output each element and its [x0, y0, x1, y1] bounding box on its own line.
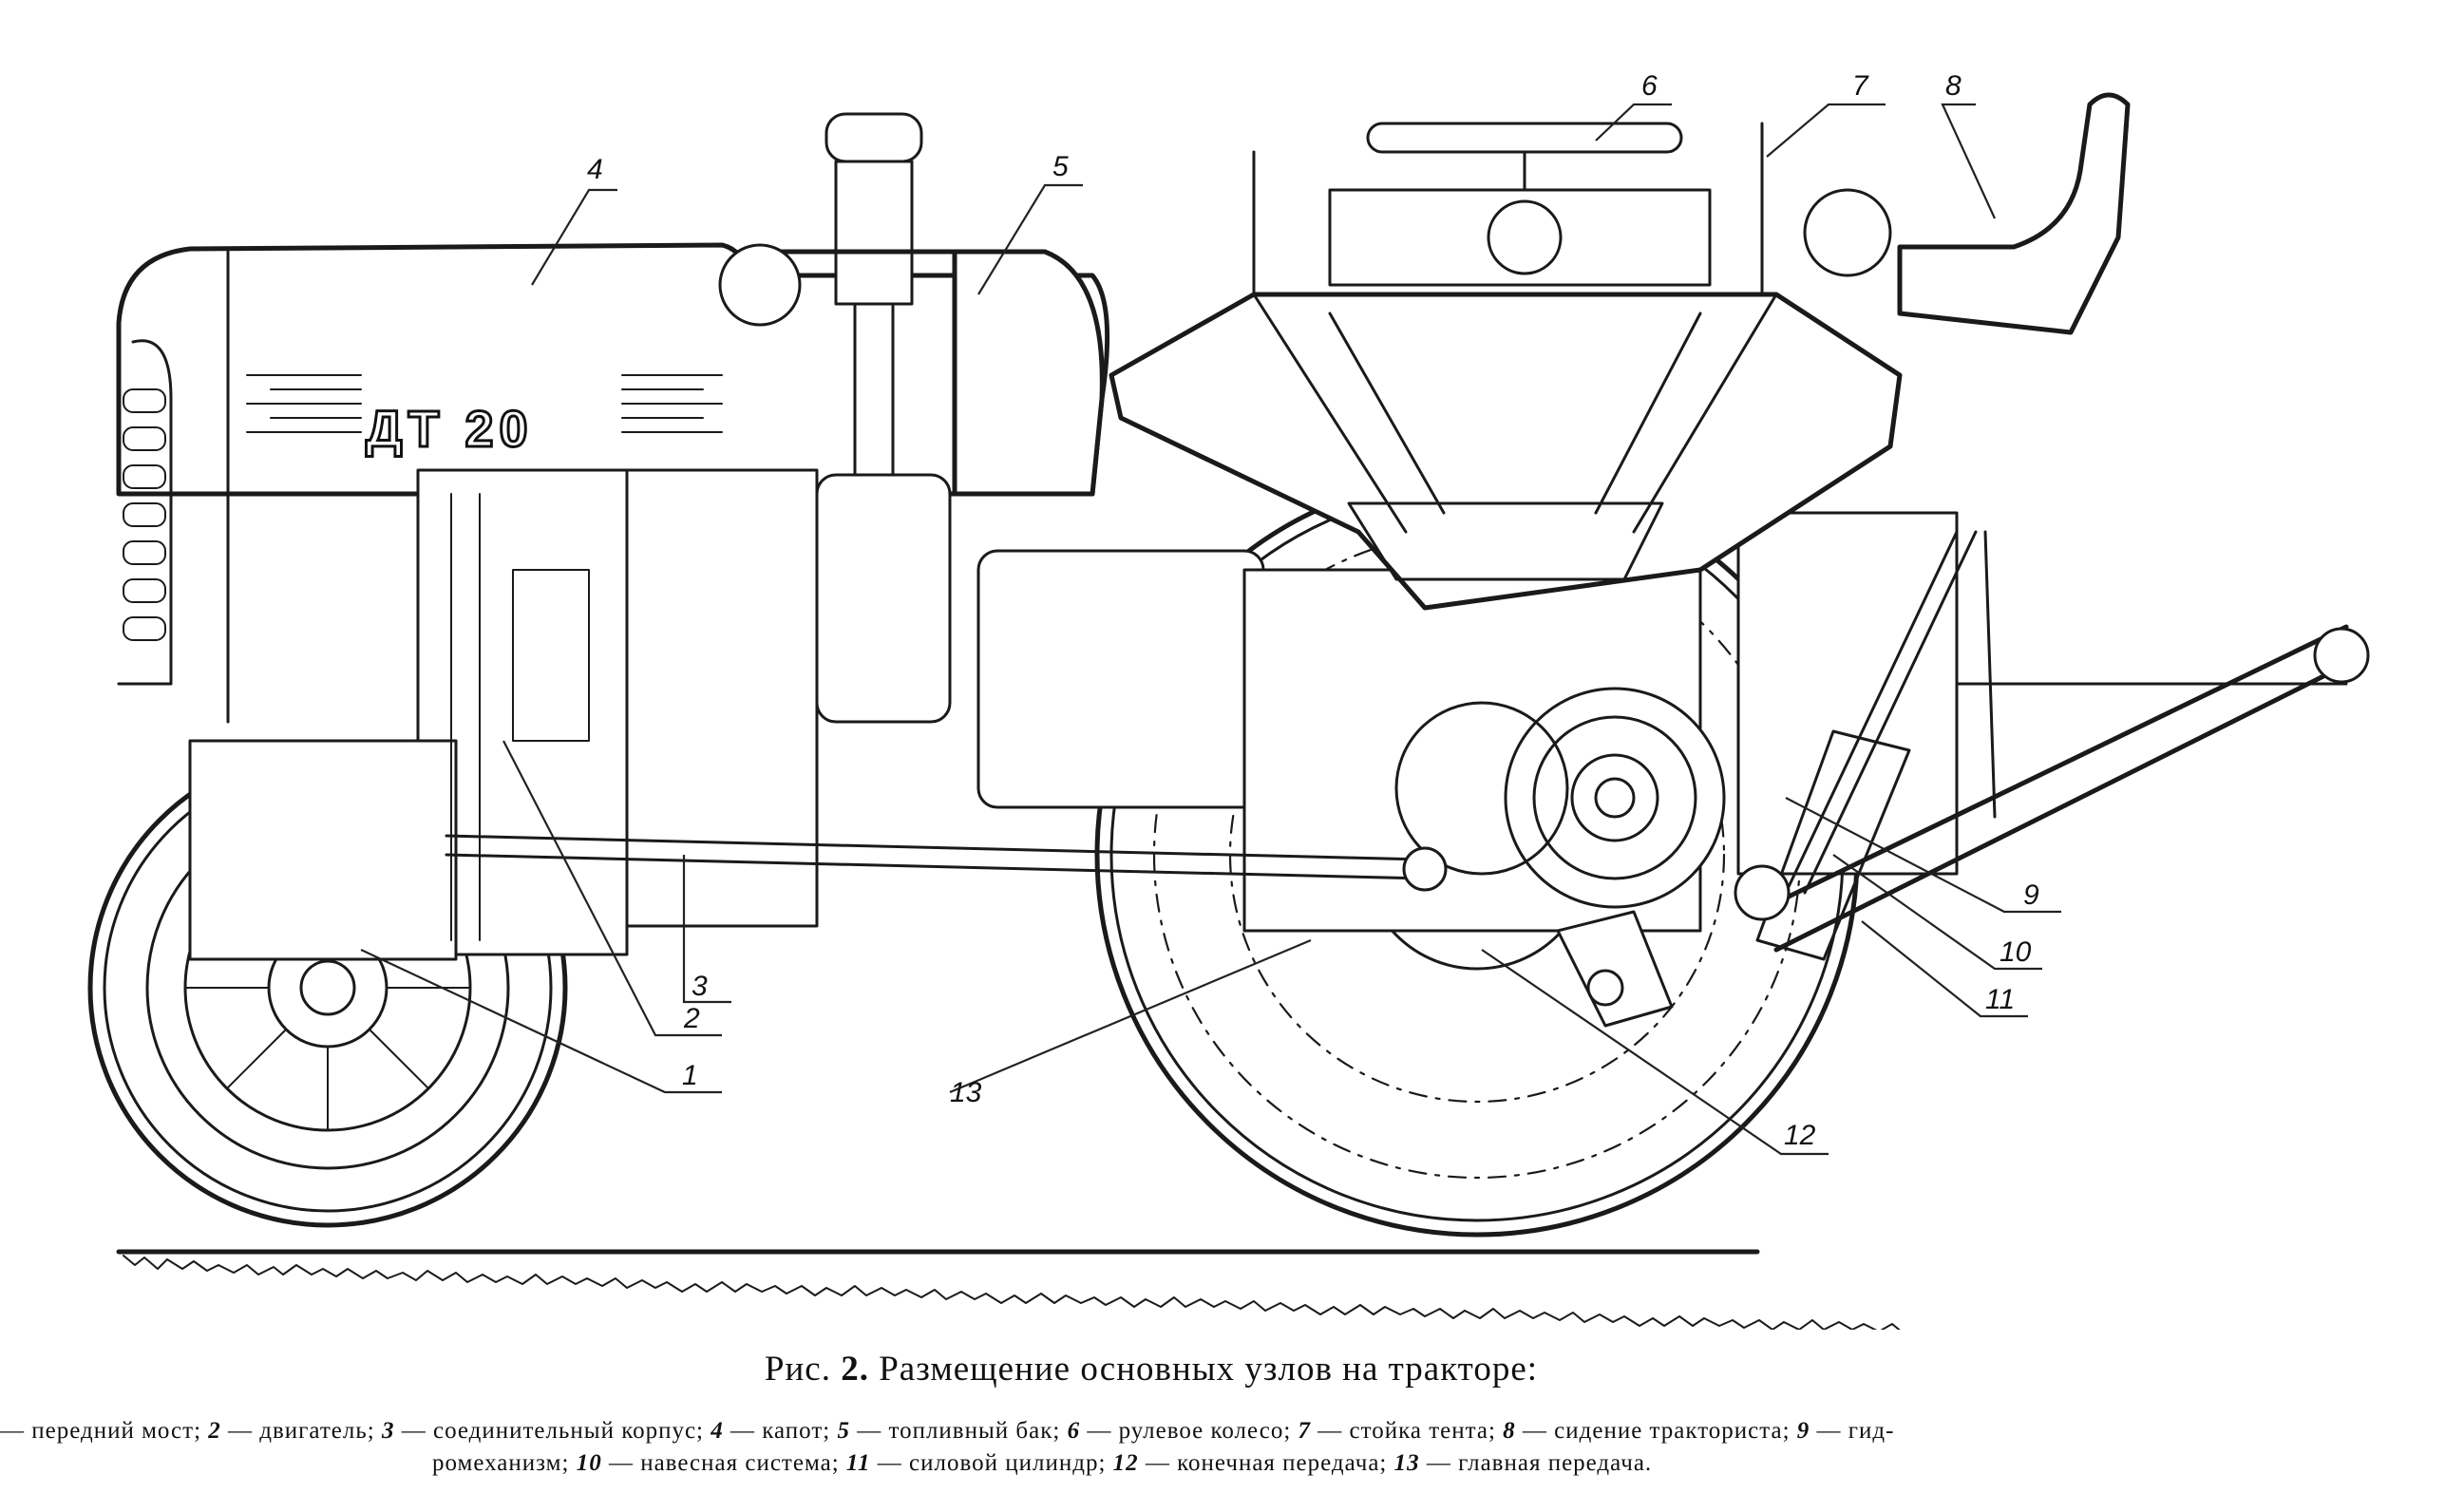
grille-slots — [123, 388, 166, 641]
figure-caption: Рис. 2. Размещение основных узлов на тра… — [0, 1349, 2445, 1389]
callout-10: 10 — [1832, 854, 2042, 971]
svg-text:13: 13 — [950, 1077, 982, 1108]
callout-6: 6 — [1595, 70, 1672, 142]
svg-text:2: 2 — [683, 1003, 700, 1034]
caption-number: 2. — [841, 1350, 869, 1389]
legend-row-1: — передний мост; 2 — двигатель; 3 — соед… — [0, 1418, 1895, 1444]
brand-label: ДТ 20 — [366, 401, 534, 458]
callout-5: 5 — [977, 151, 1083, 295]
svg-text:12: 12 — [1784, 1120, 1816, 1151]
svg-text:9: 9 — [2023, 879, 2039, 911]
callout-4: 4 — [531, 154, 617, 286]
svg-text:5: 5 — [1052, 151, 1069, 182]
caption-prefix: Рис. — [764, 1350, 831, 1389]
callout-9: 9 — [1785, 797, 2061, 914]
callout-11: 11 — [1861, 920, 2028, 1018]
svg-text:3: 3 — [692, 971, 708, 1002]
svg-text:10: 10 — [2000, 936, 2032, 968]
chassis: ДТ 20 — [116, 92, 2370, 1028]
callouts: 1 2 3 4 5 6 7 8 — [360, 70, 2061, 1156]
callout-12: 12 — [1481, 949, 1829, 1156]
svg-text:1: 1 — [682, 1060, 698, 1091]
caption-text: Размещение основных узлов на тракторе: — [879, 1350, 1539, 1389]
svg-text:4: 4 — [587, 154, 603, 185]
legend-row-2: ромеханизм; 10 — навесная система; 11 — … — [432, 1450, 1653, 1476]
callout-8: 8 — [1941, 70, 1996, 219]
callout-1: 1 — [360, 949, 722, 1094]
svg-text:8: 8 — [1945, 70, 1962, 102]
callout-2: 2 — [502, 740, 722, 1037]
svg-text:6: 6 — [1641, 70, 1658, 102]
callout-3: 3 — [682, 855, 731, 1004]
tractor-diagram: ДТ 20 — [87, 70, 2370, 1330]
svg-text:11: 11 — [1985, 984, 2015, 1015]
callout-13: 13 — [949, 938, 1312, 1108]
ground — [116, 1249, 1901, 1330]
callout-7: 7 — [1766, 70, 1886, 158]
caption-title: Рис. 2. Размещение основных узлов на тра… — [0, 1349, 2445, 1389]
svg-text:7: 7 — [1852, 70, 1869, 102]
